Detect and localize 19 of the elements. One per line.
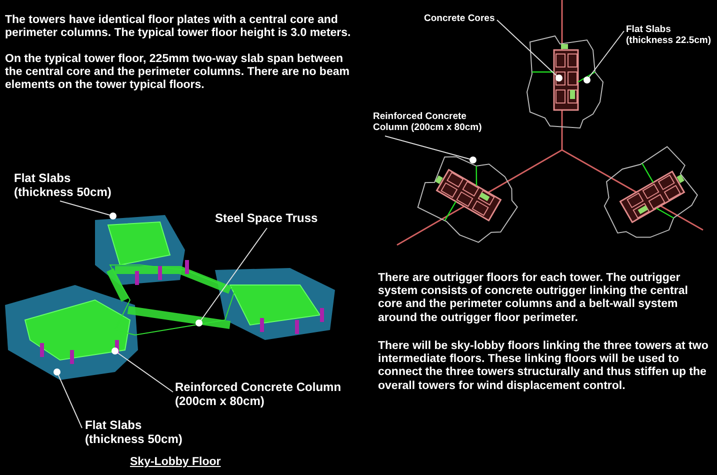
callout-label: Flat Slabs (thickness 22.5cm): [626, 25, 712, 47]
leader-line: [496, 20, 562, 82]
callout-label: Steel Space Truss: [215, 212, 319, 226]
description-paragraph: There will be sky-lobby floors linking the three towers at two intermediate floors. These linking floors will be used to connect the three towers structurally and thus stiffen up the overall towers for wind displacement control.: [378, 340, 710, 393]
callout-label: Flat Slabs (thickness 50cm): [14, 172, 112, 200]
drawing-caption: Sky-Lobby Floor: [130, 456, 221, 470]
callout-label: Reinforced Concrete Column (200cm x 80cm): [175, 381, 342, 409]
leader-line: [112, 348, 174, 392]
leader-line: [54, 368, 82, 428]
description-paragraph: On the typical tower floor, 225mm two-way slab span between the central core and the perimeter columns. There are no beam elements on the tower typical floors.: [5, 53, 350, 93]
description-paragraph: The towers have identical floor plates with a central core and perimeter columns. The typical tower floor height is 3.0 meters.: [5, 14, 352, 40]
leader-line: [384, 136, 476, 164]
leader-line: [196, 228, 268, 326]
callout-label: Reinforced Concrete Column (200cm x 80cm): [373, 112, 483, 134]
leader-line: [60, 200, 116, 220]
callout-label: Flat Slabs (thickness 50cm): [85, 419, 184, 447]
description-paragraph: There are outrigger floors for each tower. The outrigger system consists of concrete outrigger linking the central core and the perimeter columns and a belt-wall system around the outrigger floor perimeter.: [378, 272, 689, 325]
callout-label: Concrete Cores: [424, 14, 496, 25]
leader-line: [584, 30, 624, 84]
